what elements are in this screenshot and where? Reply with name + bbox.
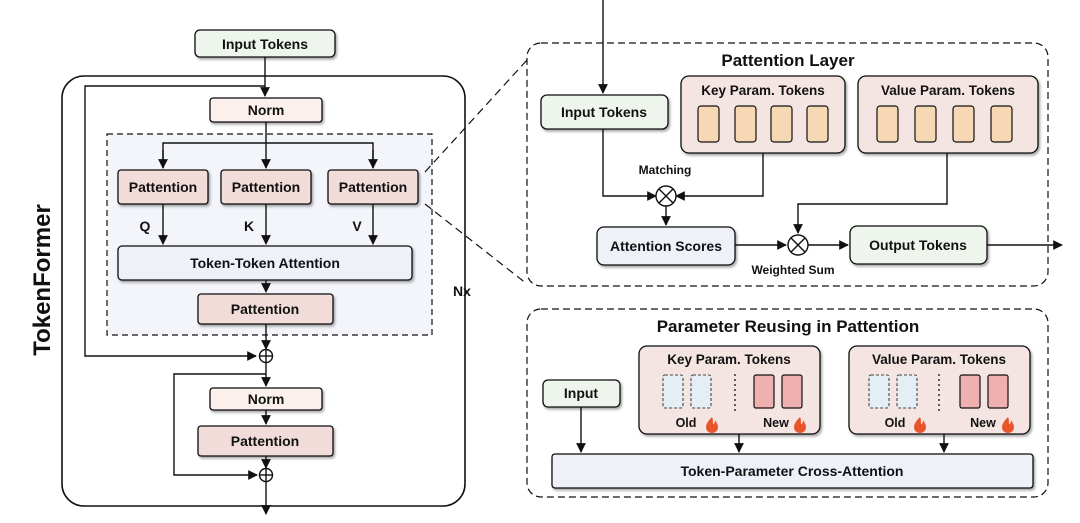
pl-value-token-1: [876, 105, 899, 143]
pr-value-new-token-2: [987, 374, 1009, 409]
pr-value-old-label: Old: [885, 416, 906, 430]
pl-value-token-2: [914, 105, 937, 143]
pr-key-old-label: Old: [676, 416, 697, 430]
pl-value-param-label: Value Param. Tokens: [881, 83, 1015, 98]
fire-icon: [1002, 417, 1014, 433]
token-token-attention-box: [117, 245, 413, 281]
pl-input-tokens-box: [540, 94, 669, 130]
pattention-q-label: Pattention: [129, 179, 197, 195]
pr-key-new-token-1: [753, 374, 775, 409]
pattention-layer-title: Pattention Layer: [721, 51, 855, 70]
pattention-v-label: Pattention: [339, 179, 407, 195]
pl-key-token-1: [697, 105, 720, 143]
tokenformer-side-title: TokenFormer: [29, 204, 56, 356]
cross-attention-label: Token-Parameter Cross-Attention: [680, 463, 903, 479]
v-label: V: [352, 218, 362, 234]
pr-key-param-label: Key Param. Tokens: [667, 352, 791, 367]
pr-value-old-token-2: [896, 374, 918, 409]
pr-value-param-label: Value Param. Tokens: [872, 352, 1006, 367]
pr-input-label: Input: [564, 385, 599, 401]
cross-attention-box: [551, 453, 1034, 489]
pr-key-new-token-2: [781, 374, 803, 409]
fire-icon: [794, 417, 806, 433]
attention-scores-box: [596, 226, 736, 266]
pr-key-param-block: [638, 345, 821, 435]
q-label: Q: [140, 218, 151, 234]
norm1-label: Norm: [248, 102, 285, 118]
pattention-k-label: Pattention: [232, 179, 300, 195]
output-tokens-label: Output Tokens: [869, 237, 967, 253]
token-token-attention-label: Token-Token Attention: [190, 255, 340, 271]
pr-value-new-token-1: [959, 374, 981, 409]
pattention-out-label: Pattention: [231, 301, 299, 317]
fire-icon: [706, 417, 718, 433]
pr-value-old-token-1: [868, 374, 890, 409]
param-reuse-title: Parameter Reusing in Pattention: [657, 317, 920, 336]
pl-key-token-2: [734, 105, 757, 143]
pr-key-old-token-2: [690, 374, 712, 409]
k-label: K: [244, 218, 254, 234]
pr-value-new-label: New: [970, 416, 996, 430]
nx-label: Nx: [453, 283, 471, 299]
pl-key-param-label: Key Param. Tokens: [701, 83, 825, 98]
pl-value-token-3: [952, 105, 975, 143]
weighted-sum-label: Weighted Sum: [751, 263, 834, 277]
pl-key-token-4: [806, 105, 829, 143]
pl-value-token-4: [990, 105, 1013, 143]
attention-scores-label: Attention Scores: [610, 238, 722, 254]
fire-icon: [914, 417, 926, 433]
pr-key-new-label: New: [763, 416, 789, 430]
input-tokens-label: Input Tokens: [222, 36, 308, 52]
pl-input-tokens-label: Input Tokens: [561, 104, 647, 120]
pattention-ffn-label: Pattention: [231, 433, 299, 449]
norm2-label: Norm: [248, 391, 285, 407]
pl-key-token-3: [770, 105, 793, 143]
matching-label: Matching: [639, 163, 692, 177]
pr-key-old-token-1: [662, 374, 684, 409]
